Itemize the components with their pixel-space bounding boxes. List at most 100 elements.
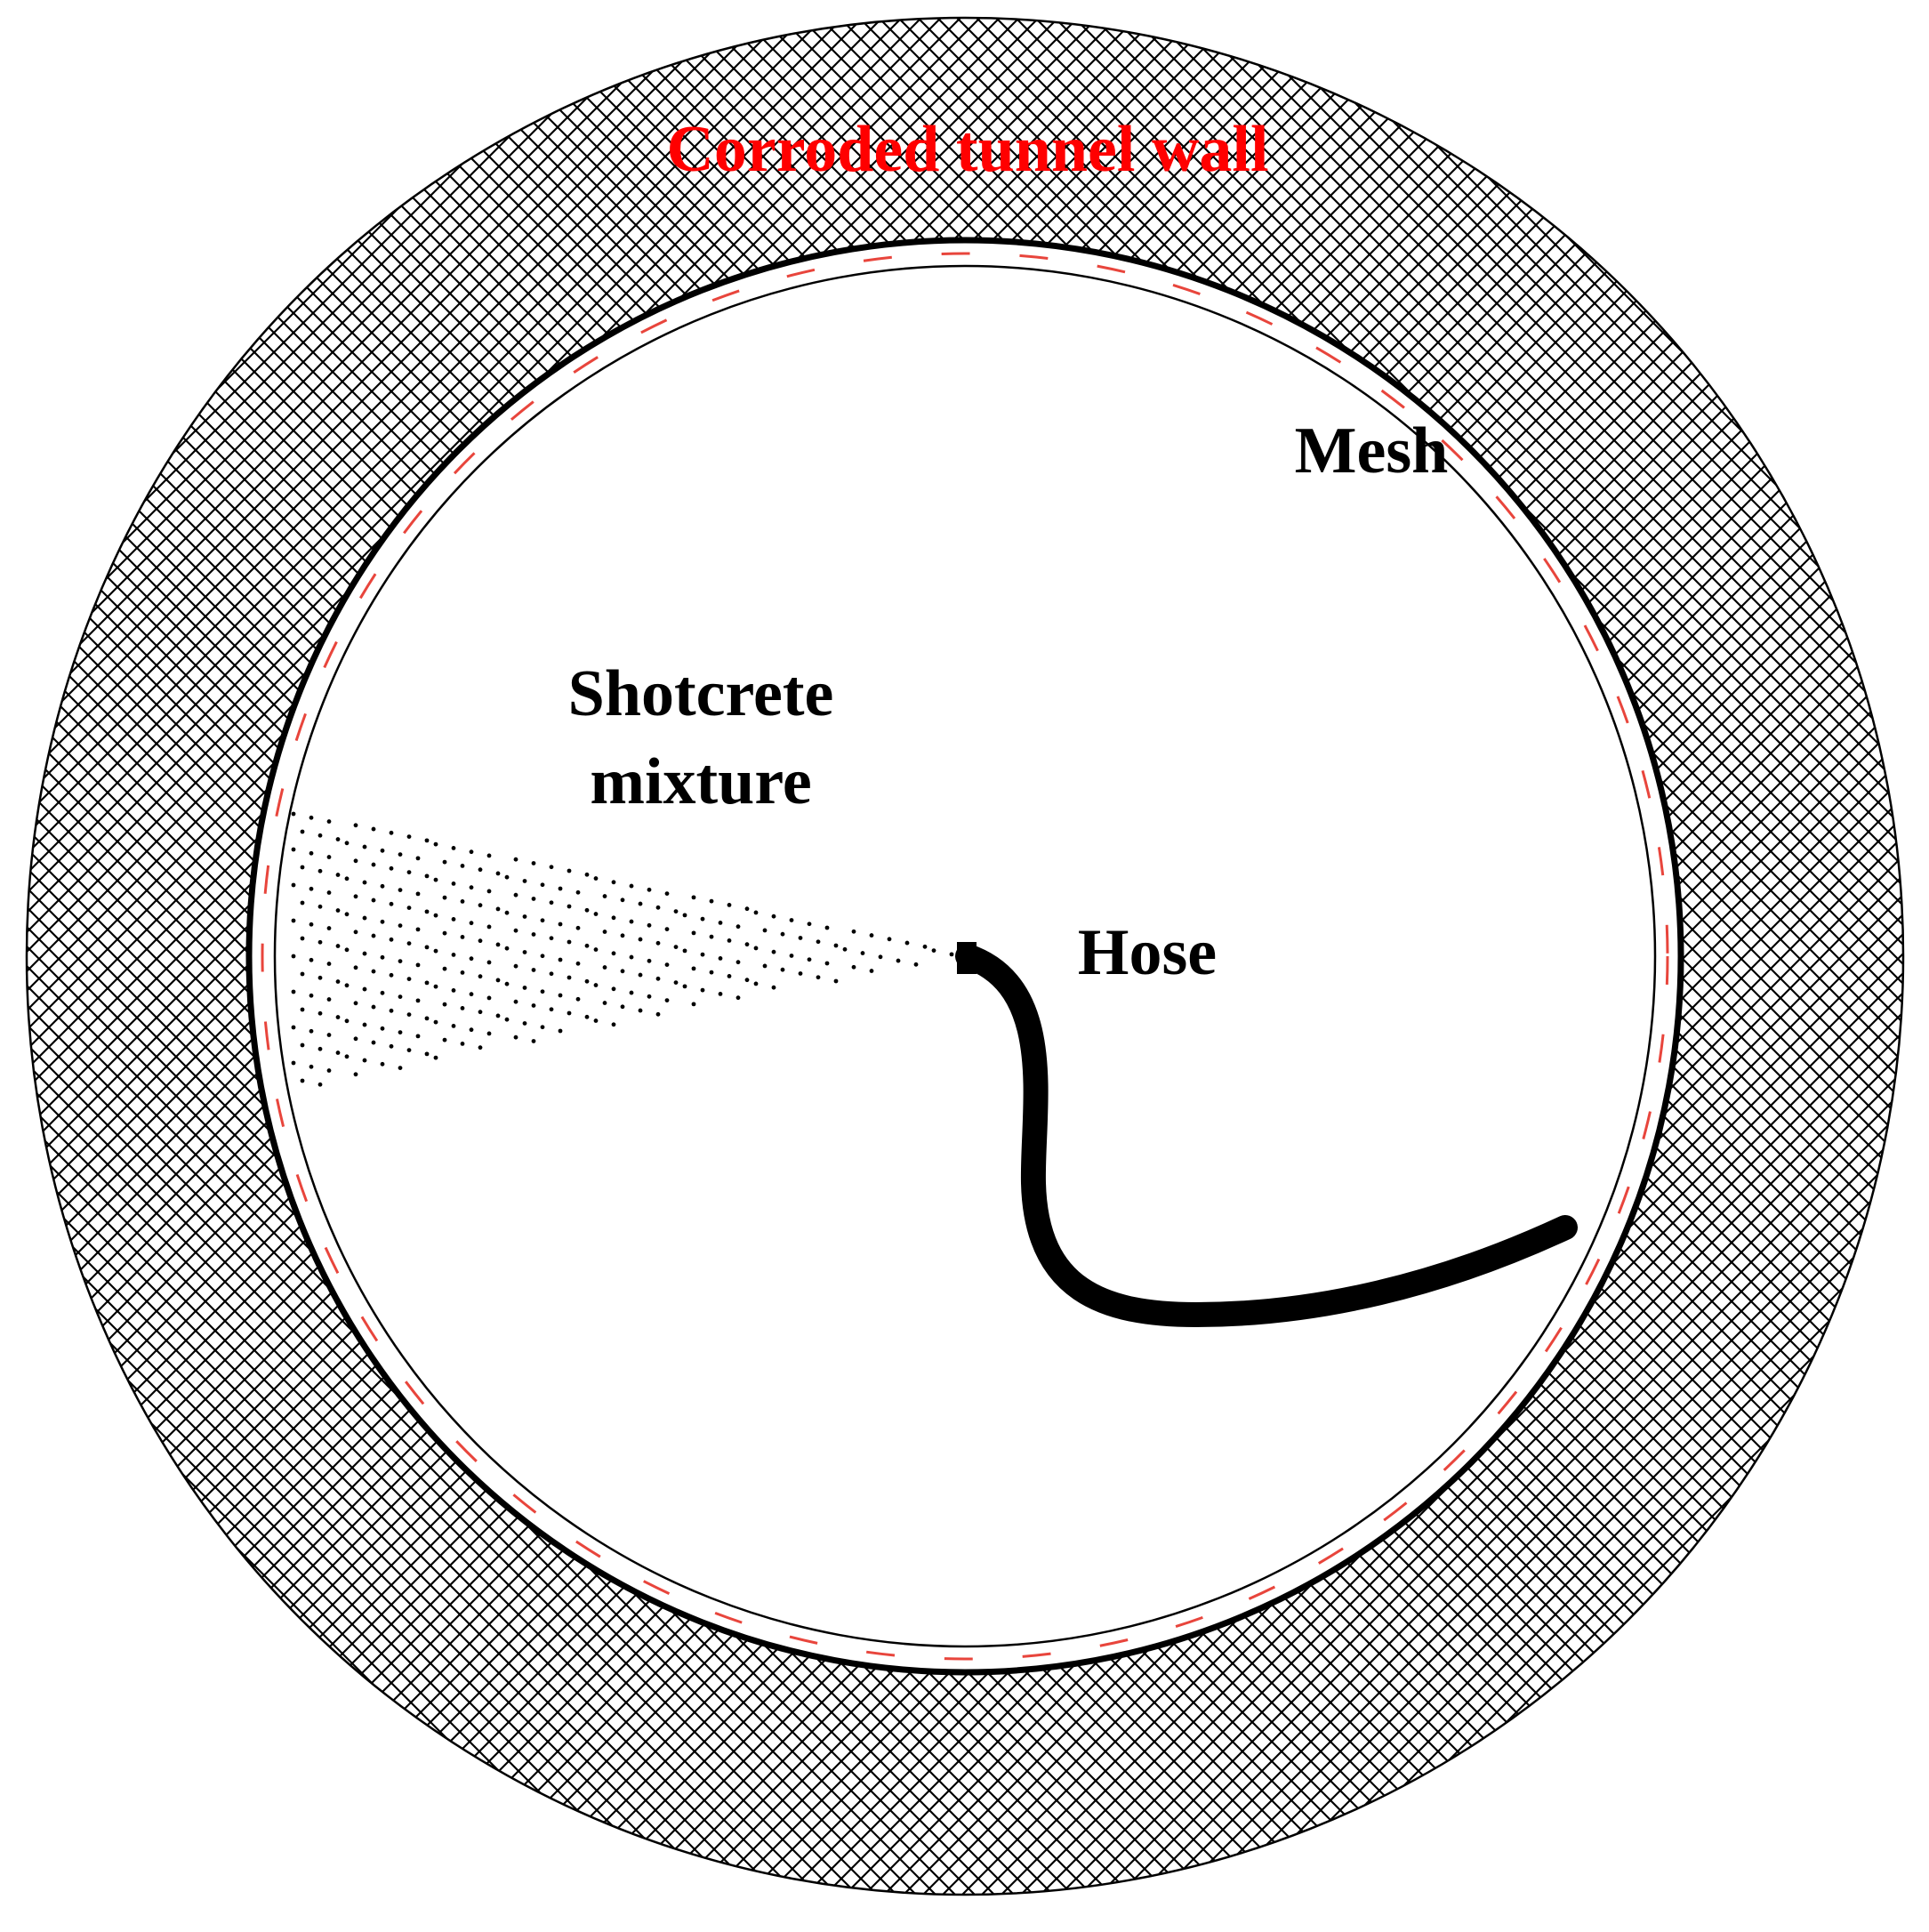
spray-dot: [433, 948, 438, 954]
spray-dot: [433, 877, 438, 882]
spray-dot: [531, 1003, 536, 1008]
spray-dot: [638, 901, 643, 906]
spray-dot: [691, 966, 696, 971]
spray-dot: [549, 936, 554, 941]
spray-dot: [522, 914, 527, 919]
spray-dot: [326, 962, 332, 966]
spray-dot: [398, 994, 403, 999]
spray-dot: [922, 944, 928, 949]
spray-dot: [478, 867, 483, 873]
spray-dot: [584, 907, 590, 913]
spray-dot: [406, 906, 412, 910]
spray-dot: [522, 986, 527, 990]
spray-dot: [317, 904, 323, 909]
spray-dot: [904, 940, 910, 946]
spray-dot: [335, 1051, 341, 1055]
spray-dot: [887, 937, 892, 942]
spray-dot: [291, 847, 296, 852]
spray-dot: [700, 916, 705, 922]
spray-dot: [869, 969, 874, 973]
spray-dot: [389, 865, 394, 871]
spray-dot: [353, 823, 358, 828]
spray-dot: [371, 898, 376, 903]
spray-dot: [300, 829, 305, 834]
spray-dot: [655, 905, 661, 910]
spray-dot: [309, 957, 314, 962]
spray-dot: [291, 811, 296, 817]
spray-dot: [371, 862, 376, 867]
spray-dot: [362, 1022, 367, 1027]
spray-dot: [735, 960, 741, 965]
spray-dot: [602, 894, 607, 898]
spray-dot: [326, 890, 332, 895]
spray-dot: [380, 883, 385, 889]
spray-dot: [513, 892, 518, 898]
spray-dot: [442, 895, 447, 900]
hose: [955, 944, 1578, 1327]
spray-dot: [415, 962, 421, 968]
spray-dot: [460, 864, 465, 868]
spray-dot: [451, 917, 456, 922]
spray-dot: [682, 948, 687, 954]
spray-dot: [833, 943, 839, 948]
spray-dot: [398, 888, 403, 892]
spray-dot: [495, 871, 501, 876]
spray-dot: [744, 942, 750, 947]
spray-dot: [451, 953, 456, 957]
shotcrete-label-line2: mixture: [590, 745, 811, 818]
spray-dot: [344, 876, 350, 881]
spray-dot: [326, 1068, 332, 1073]
spray-dot: [513, 928, 518, 933]
spray-dot: [878, 954, 883, 960]
spray-dot: [611, 915, 616, 921]
spray-dot: [762, 928, 768, 933]
spray-dot: [371, 826, 376, 832]
spray-dot: [291, 989, 296, 994]
spray-dot: [549, 1007, 554, 1012]
spray-dot: [655, 1011, 661, 1017]
spray-dot: [442, 1037, 447, 1042]
spray-dot: [602, 1001, 607, 1005]
spray-dot: [816, 975, 821, 980]
spray-dot: [353, 1072, 358, 1077]
spray-dot: [718, 956, 723, 961]
spray-dot: [691, 930, 696, 936]
spray-dot: [664, 998, 670, 1002]
spray-dot: [584, 872, 590, 877]
spray-dot: [460, 1006, 465, 1010]
spray-dot: [300, 900, 305, 906]
spray-dot: [398, 923, 403, 928]
spray-dot: [406, 834, 412, 839]
spray-dot: [682, 984, 687, 989]
spray-dot: [664, 962, 670, 967]
spray-dot: [593, 876, 599, 881]
spray-dot: [309, 993, 314, 998]
spray-dot: [442, 1002, 447, 1007]
spray-dot: [451, 846, 456, 850]
spray-dot: [469, 1027, 474, 1033]
spray-dot: [344, 1054, 350, 1059]
spray-dot: [540, 918, 545, 923]
spray-dot: [771, 914, 776, 919]
spray-dot: [486, 889, 492, 894]
spray-dot: [558, 886, 563, 891]
spray-dot: [362, 1058, 367, 1063]
spray-dot: [317, 1046, 323, 1051]
spray-dot: [558, 1028, 563, 1034]
spray-dot: [380, 848, 385, 853]
spray-dot: [647, 958, 652, 963]
spray-dot: [504, 946, 510, 951]
spray-dot: [424, 980, 430, 986]
spray-dot: [291, 882, 296, 888]
spray-dot: [460, 935, 465, 939]
spray-dot: [362, 951, 367, 956]
spray-dot: [300, 1007, 305, 1012]
spray-dot: [638, 937, 643, 942]
spray-dot: [513, 857, 518, 862]
spray-dot: [326, 855, 332, 859]
spray-dot: [424, 945, 430, 950]
spray-dot: [629, 883, 634, 889]
spray-dot: [691, 1002, 696, 1007]
spray-dot: [807, 922, 812, 927]
spray-dot: [389, 972, 394, 978]
